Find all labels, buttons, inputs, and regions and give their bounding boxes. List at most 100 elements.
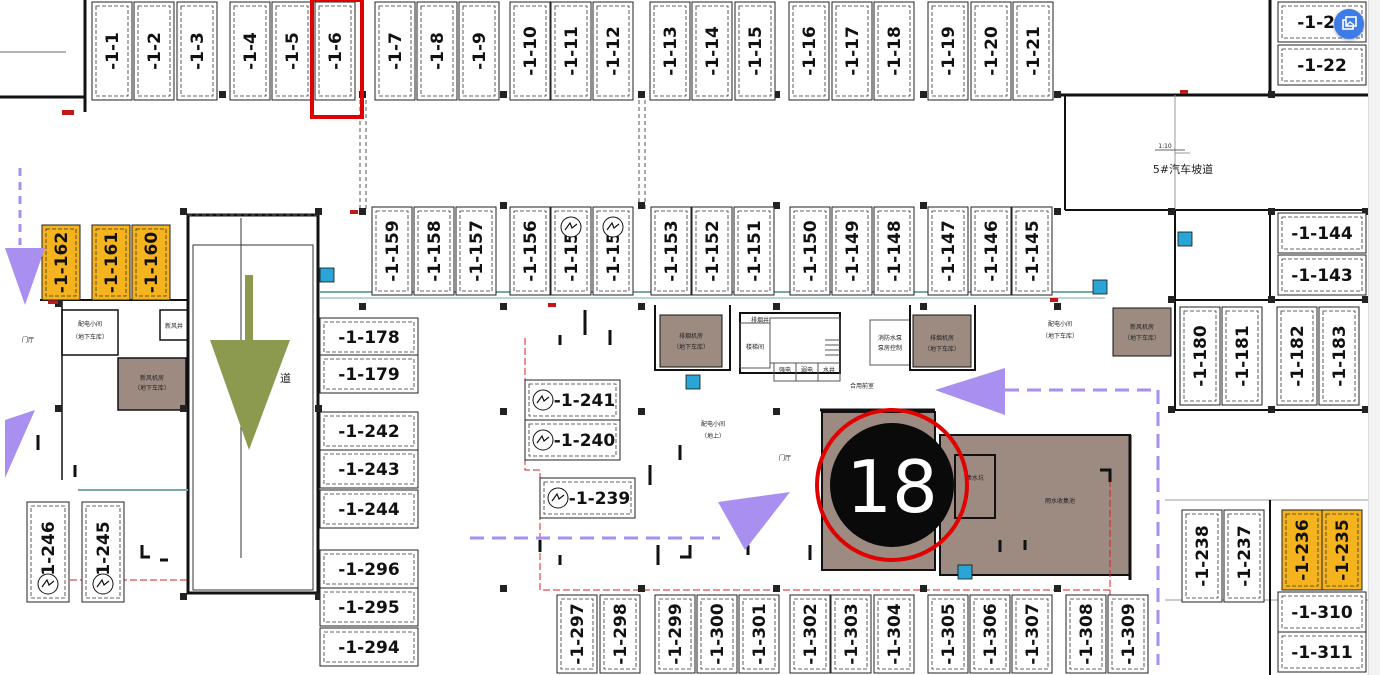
space-label: -1-297 [568,603,588,664]
space-label: -1-311 [1291,643,1352,663]
direction-arrows [5,248,1005,550]
space-label: -1-149 [843,220,863,281]
parking-space: -1-152 [691,206,733,296]
parking-space: -1-4 [229,1,271,101]
vertical-scrollbar[interactable] [1368,0,1380,675]
space-label: -1-161 [102,232,122,293]
parking-space: -1-3 [176,1,218,101]
room-label: 排烟机房 [930,334,954,342]
route-arrow-icon [718,492,790,550]
floating-image-button[interactable] [1334,9,1364,39]
space-label: -1-244 [338,500,400,520]
parking-space: -1-305 [927,594,969,674]
room-sub: （地下车库） [924,345,960,353]
route-arrow-icon [935,368,1005,415]
space-label: -1-17 [843,26,863,76]
parking-space: -1-162 [41,224,81,301]
parking-space: -1-304 [873,594,915,674]
space-label: -1-242 [338,422,399,442]
space-label: -1-20 [982,26,1002,76]
parking-space: -1-182 [1276,306,1318,406]
space-label: -1-302 [801,603,821,664]
parking-space: -1-17 [831,1,873,101]
room-label: 排烟机房 [679,332,703,340]
space-label: -1-238 [1193,525,1213,586]
parking-space: -1-154 [592,206,634,296]
space-label: -1-10 [521,26,541,76]
space-label: -1-162 [52,232,72,293]
parking-space: -1-243 [319,449,419,489]
parking-space: -1-240 [524,419,621,461]
route-arrow-icon [5,248,45,305]
room-sub: （地下车库） [134,384,170,392]
room-label: 配电小间 [78,320,102,328]
space-label: -1-236 [1293,519,1313,580]
parking-space: -1-241 [524,379,621,421]
space-label: -1-183 [1330,325,1350,386]
floor-badge: 18 [815,408,969,562]
space-label: -1-307 [1023,603,1043,664]
space-label: -1-18 [885,26,905,76]
space-label: -1-235 [1333,519,1353,580]
parking-space: -1-246 [26,501,70,603]
parking-space: -1-9 [458,1,500,101]
parking-space: -1-301 [738,594,780,674]
parking-space: -1-294 [319,627,419,667]
room-sub: 泵房控制 [878,344,902,352]
space-label: -1-158 [425,220,445,281]
space-label: -1-179 [338,365,399,385]
space-label: -1-14 [703,26,723,76]
space-label: -1-152 [703,220,723,281]
space-label: -1-7 [386,32,406,70]
parking-space: -1-13 [649,1,691,101]
space-label: -1-22 [1297,56,1347,76]
space-label: -1-9 [470,32,490,70]
parking-space: -1-159 [371,206,413,296]
parking-space: -1-14 [691,1,733,101]
space-label: -1-145 [1023,220,1043,281]
room-label: 水井 [823,366,835,374]
gallery-icon [1342,16,1357,30]
space-label: -1-16 [800,26,820,76]
parking-space: -1-309 [1107,594,1149,674]
parking-space: -1-7 [374,1,416,101]
space-label: -1-151 [745,220,765,281]
parking-space: -1-143 [1277,254,1367,296]
parking-space: -1-295 [319,587,419,627]
space-label: -1-1 [103,32,123,70]
parking-space: -1-153 [650,206,692,296]
space-label: -1-146 [982,220,1002,281]
room-sub: （地下车库） [72,333,108,341]
parking-space: -1-145 [1011,206,1053,296]
room-label: 强电 [779,366,791,374]
room-fan-left: 新风机房 （地下车库） 配电小间 （地下车库） 新风井 门厅 [22,320,183,392]
ramp-side-label: 道 [280,371,291,385]
space-label: -1-159 [383,220,403,281]
room-label: 配电小间 [701,420,725,428]
ramp-scale: 1:10 [1158,143,1172,150]
room-label: 门厅 [779,454,791,462]
space-label: -1-19 [939,26,959,76]
space-label: -1-310 [1291,603,1353,623]
parking-space: -1-239 [539,477,636,519]
parking-space: -1-16 [788,1,830,101]
space-label: -1-295 [338,598,399,618]
parking-space: -1-308 [1065,594,1107,674]
space-label: -1-237 [1235,525,1255,586]
room-label: 新风机房 [140,374,164,382]
room-label: 雨水收集池 [1045,497,1075,505]
parking-space: -1-296 [319,549,419,589]
parking-space: -1-245 [81,501,125,603]
parking-space: -1-299 [654,594,696,674]
parking-space: -1-244 [319,489,419,529]
room-label: 合用前室 [850,382,874,390]
space-label: -1-13 [661,26,681,76]
room-sub: （地上） [701,432,725,440]
parking-space: -1-11 [550,1,592,101]
space-label: -1-240 [554,431,616,451]
parking-space: -1-178 [319,317,419,357]
space-label: -1-148 [885,220,905,281]
parking-space: -1-157 [455,206,497,296]
space-label: -1-300 [708,603,728,665]
